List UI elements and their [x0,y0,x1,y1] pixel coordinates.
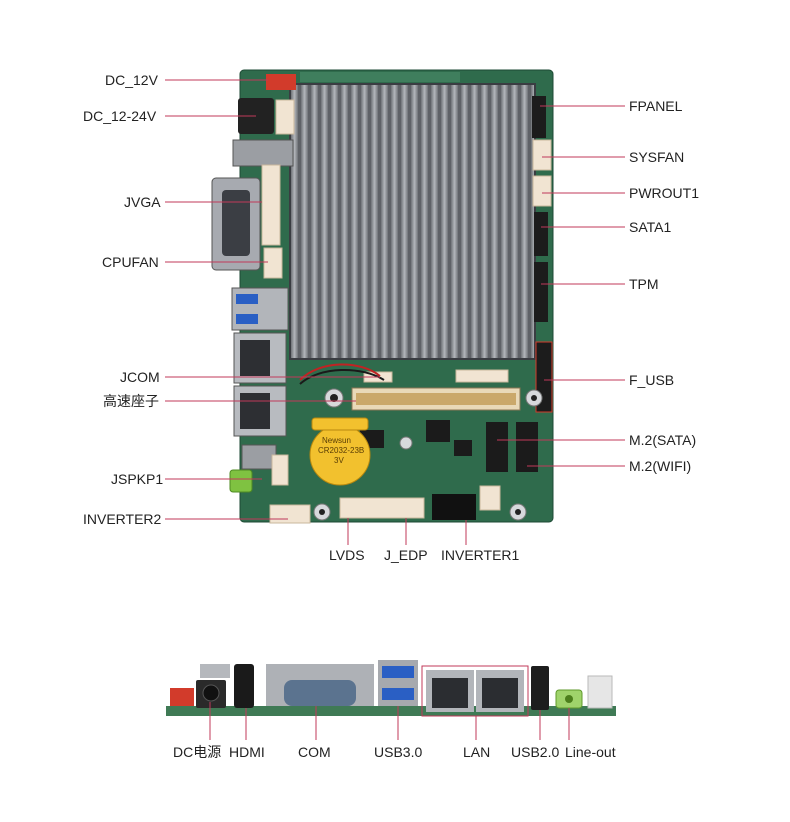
line-out-jack [229,469,253,493]
label-io-hdmi: HDMI [229,744,265,760]
label-m2-sata: M.2(SATA) [629,432,697,448]
io-lan-box [421,665,529,717]
label-jvga: JVGA [124,194,161,210]
label-io-usb30: USB3.0 [374,744,423,760]
label-io-usb20: USB2.0 [511,744,560,760]
label-sysfan: SYSFAN [629,149,685,165]
heatsink [289,83,536,360]
io-usb20 [531,666,549,710]
label-f-usb: F_USB [629,372,675,388]
right-leader-lines [497,105,625,467]
m2-wifi-slot [516,422,538,472]
label-sata1: SATA1 [629,219,672,235]
io-red-header [170,688,194,706]
battery-model: CR2032-23B [318,446,365,455]
io-pcb-edge [166,706,616,716]
m2-sata-slot [486,422,508,472]
label-dc-12-24v: DC_12-24V [83,108,157,124]
label-dc-12v: DC_12V [105,72,158,88]
label-tpm: TPM [629,276,659,292]
battery-voltage: 3V [334,456,344,465]
io-com-port [284,680,356,706]
label-io-com: COM [298,744,331,760]
label-jcom: JCOM [120,369,160,385]
label-inverter1: INVERTER1 [441,547,520,563]
io-hdmi [234,664,254,708]
bottom-leader-lines [347,518,467,545]
label-inverter2: INVERTER2 [83,511,162,527]
label-io-dc-power: DC电源 [173,744,222,760]
io-leader-lines [209,702,570,740]
label-pwrout1: PWROUT1 [629,185,699,201]
label-cpufan: CPUFAN [102,254,159,270]
label-io-line-out: Line-out [565,744,616,760]
io-panel-view [166,660,616,717]
label-highspeed-connector: 高速座子 [103,393,159,409]
label-j-edp: J_EDP [384,547,428,563]
label-fpanel: FPANEL [629,98,683,114]
label-jspkp1: JSPKP1 [111,471,164,487]
label-m2-wifi: M.2(WIFI) [629,458,692,474]
left-leader-lines [165,79,380,520]
label-lvds: LVDS [329,547,365,563]
label-io-lan: LAN [463,744,491,760]
motherboard-top-view [211,69,554,524]
cmos-battery [309,424,371,486]
dc-12v-connector [266,74,296,90]
battery-brand: Newsun [322,436,351,445]
